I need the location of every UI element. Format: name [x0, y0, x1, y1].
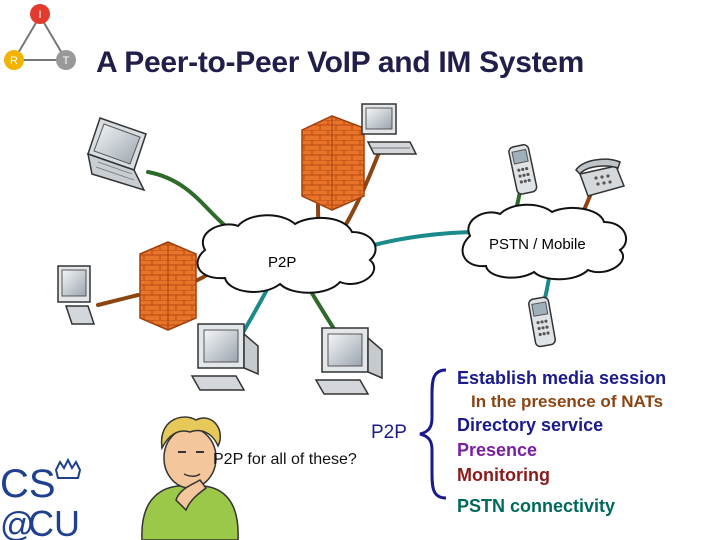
feature-item: Establish media session — [457, 368, 667, 388]
logo-at-text: @ — [0, 506, 35, 540]
irt-r-node — [4, 50, 24, 70]
irt-i-node — [30, 4, 50, 24]
desktop-computer-icon — [190, 323, 259, 391]
crown-icon — [54, 457, 82, 479]
desktop-computer-icon — [57, 265, 96, 325]
desktop-computer-icon — [314, 327, 383, 395]
irt-t-letter: T — [63, 55, 70, 67]
feature-item: Monitoring — [457, 465, 550, 485]
page-title: A Peer-to-Peer VoIP and IM System — [96, 46, 585, 79]
logo-cs-text: CS — [0, 462, 56, 506]
logo-cu-text: CU — [28, 503, 80, 540]
features-brace — [419, 368, 447, 500]
firewall-icon — [139, 241, 197, 331]
cs-at-cu-logo: CS @ CU — [0, 457, 82, 540]
irt-t-node — [56, 50, 76, 70]
brace-p2p-label: P2P — [371, 422, 407, 443]
mobile-phone-icon — [528, 296, 556, 348]
feature-sub-item: In the presence of NATs — [471, 392, 664, 411]
features-list: Establish media session In the presence … — [457, 366, 717, 519]
p2p-cloud — [196, 214, 377, 294]
laptop-icon — [87, 117, 147, 192]
person-thinking-icon — [141, 416, 239, 540]
link-p2p-pstn — [368, 230, 482, 248]
firewall-icon — [301, 115, 365, 211]
mobile-phone-icon — [508, 144, 538, 195]
feature-item: PSTN connectivity — [457, 496, 616, 516]
feature-item: Presence — [457, 440, 538, 460]
p2p-cloud-label: P2P — [268, 254, 297, 271]
feature-item: Directory service — [457, 415, 604, 435]
irt-triangle-logo: I R T — [4, 4, 76, 70]
irt-r-letter: R — [10, 55, 18, 67]
desktop-computer-icon — [361, 103, 418, 155]
desk-telephone-icon — [575, 158, 626, 197]
pstn-cloud — [461, 203, 628, 281]
question-text: P2P for all of these? — [213, 451, 357, 468]
pstn-cloud-label: PSTN / Mobile — [489, 236, 586, 253]
link-laptop-p2p — [146, 170, 230, 230]
irt-i-letter: I — [38, 9, 41, 21]
link-desktop-firewall2 — [96, 293, 140, 307]
